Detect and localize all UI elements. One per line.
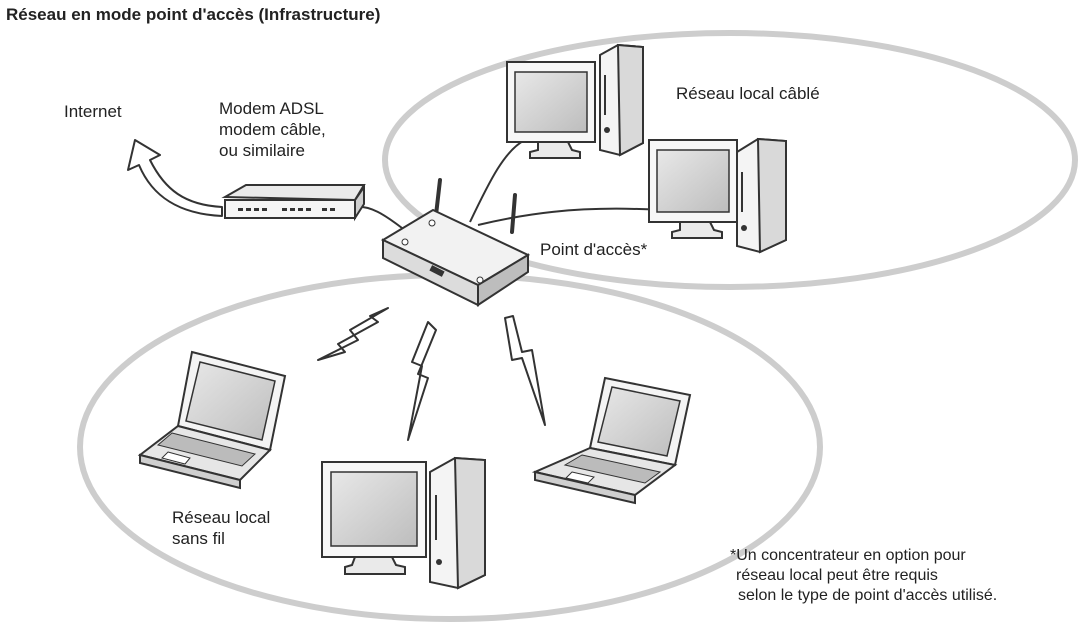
cable-to-pc1 xyxy=(469,139,526,223)
access-point-icon xyxy=(380,178,531,307)
wired-lan-ellipse xyxy=(382,30,1078,290)
diagram-title: Réseau en mode point d'accès (Infrastruc… xyxy=(6,5,381,24)
footnote-line-2: réseau local peut être requis xyxy=(736,567,938,584)
footnote: *Un concentrateur en option pour réseau … xyxy=(730,546,997,606)
wireless-lan-label: Réseau local sans fil xyxy=(172,507,270,549)
wireless-signal-right-icon xyxy=(504,315,546,426)
modem-cable xyxy=(354,205,403,229)
wireless-lan-label-line-1: Réseau local xyxy=(172,508,271,527)
modem-label-line-3: ou similaire xyxy=(219,141,305,160)
wired-desktop-1-icon xyxy=(506,43,644,159)
modem-icon xyxy=(221,183,366,222)
internet-arrow xyxy=(127,139,223,217)
wireless-laptop-left-icon xyxy=(137,350,287,490)
modem-label-line-2: modem câble, xyxy=(219,120,326,139)
modem-label: Modem ADSL modem câble, ou similaire xyxy=(219,98,326,161)
wireless-desktop-icon xyxy=(321,456,486,590)
wireless-lan-label-line-2: sans fil xyxy=(172,529,225,548)
access-point-label: Point d'accès* xyxy=(540,240,648,259)
internet-label: Internet xyxy=(64,102,122,121)
wired-desktop-2-icon xyxy=(648,137,787,254)
modem-label-line-1: Modem ADSL xyxy=(219,99,324,118)
footnote-line-1: *Un concentrateur en option pour xyxy=(730,547,966,564)
wireless-signal-left-icon xyxy=(317,307,389,361)
footnote-line-3: selon le type de point d'accès utilisé. xyxy=(738,587,998,604)
cable-to-pc2 xyxy=(477,207,661,226)
wireless-laptop-right-icon xyxy=(531,376,692,505)
wired-lan-label: Réseau local câblé xyxy=(676,84,820,103)
wireless-signal-center-icon xyxy=(407,321,437,441)
